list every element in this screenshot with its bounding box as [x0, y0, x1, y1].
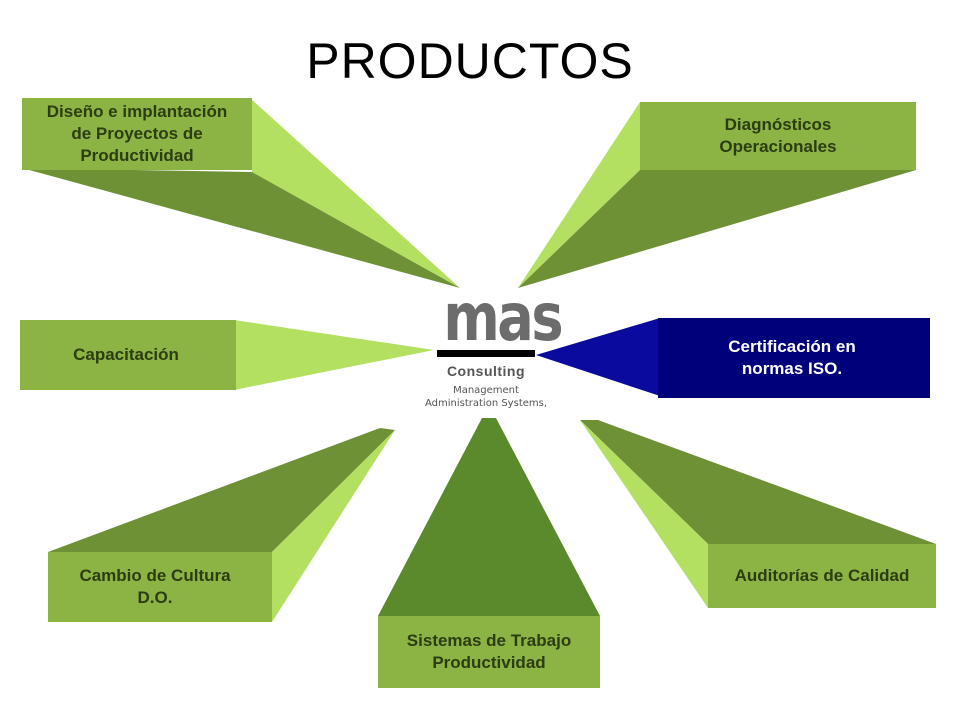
beam-diseno-side: [250, 98, 460, 288]
beam-capacitacion-side: [234, 320, 434, 390]
logo-tagline-line1: Management: [453, 385, 519, 396]
box-diagnosticos: [640, 102, 916, 170]
beam-diseno-shadow: [22, 168, 460, 288]
box-cambio: [48, 552, 272, 622]
label-sistemas: Sistemas de Trabajo Productividad: [406, 630, 572, 672]
beam-diagnosticos: [518, 102, 916, 288]
beam-sistemas: [378, 418, 600, 688]
beam-certificacion-side: [536, 318, 660, 396]
beam-cambio-side: [272, 430, 395, 622]
beam-cambio-shadow: [48, 428, 395, 552]
label-certificacion: Certificación en normas ISO.: [728, 336, 856, 378]
beam-cambio: [48, 428, 395, 622]
page-title: PRODUCTOS: [306, 33, 634, 89]
beam-diseno: [22, 98, 460, 288]
logo-tagline-line2: Administration Systems,: [424, 397, 548, 409]
logo-underline: [437, 350, 535, 357]
box-capacitacion: [20, 320, 236, 390]
label-capacitacion: Capacitación: [73, 344, 179, 364]
beam-auditorias: [580, 420, 936, 608]
logo-tagline: Management Administration Systems,: [410, 385, 562, 410]
beam-auditorias-shadow: [580, 420, 936, 544]
beam-certificacion: [536, 318, 930, 398]
beam-diagnosticos-side: [518, 102, 640, 288]
label-diagnosticos: Diagnósticos Operacionales: [719, 114, 837, 156]
beam-diagnosticos-shadow: [518, 170, 916, 288]
beam-capacitacion: [20, 320, 434, 390]
beam-sistemas-shadow: [378, 418, 600, 616]
label-diseno: Diseño e implantación de Proyectos de Pr…: [46, 101, 228, 166]
beam-auditorias-side: [580, 420, 708, 608]
label-auditorias: Auditorías de Calidad: [734, 565, 910, 585]
box-auditorias: [708, 544, 936, 608]
box-diseno: [22, 98, 252, 170]
logo-consulting: Consulting: [446, 363, 526, 379]
logo-mas: mas: [443, 279, 563, 356]
label-cambio: Cambio de Cultura D.O.: [79, 565, 231, 607]
box-sistemas: [378, 616, 600, 688]
box-certificacion: [658, 318, 930, 398]
